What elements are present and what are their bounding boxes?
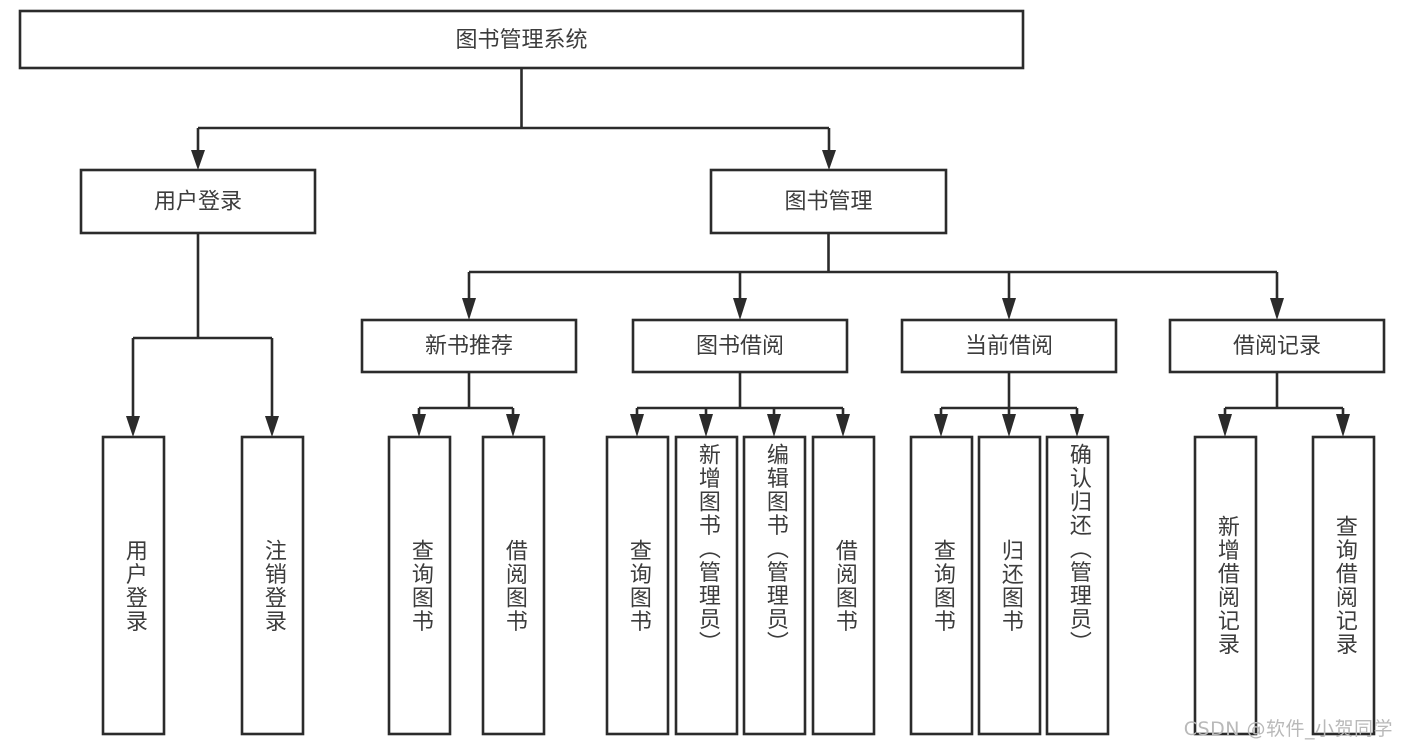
- leaf-box-edit-book[interactable]: [742, 435, 807, 736]
- arrowhead-leaf-query-book-2: [630, 414, 644, 437]
- node-current-borrow[interactable]: 当前借阅: [900, 318, 1118, 374]
- arrowhead-book-borrow: [733, 298, 747, 320]
- arrowhead-leaf-return-book: [1002, 414, 1016, 437]
- current-borrow-label: 当前借阅: [965, 334, 1053, 359]
- arrowhead-leaf-query-record: [1336, 414, 1350, 437]
- borrow-record-box[interactable]: [1168, 318, 1386, 374]
- leaf-box-query-book-3[interactable]: [909, 435, 974, 736]
- leaf-box-query-book-1[interactable]: [387, 435, 452, 736]
- arrowhead-leaf-add-record: [1218, 414, 1232, 437]
- arrowhead-book-management: [822, 150, 836, 170]
- book-borrow-label: 图书借阅: [696, 334, 784, 359]
- arrowhead-leaf-query-book-3: [934, 414, 948, 437]
- book-management-box[interactable]: [709, 168, 948, 235]
- arrowhead-leaf-user-logout: [265, 416, 279, 437]
- leaf-box-query-record[interactable]: [1311, 435, 1376, 736]
- arrowhead-leaf-add-book: [699, 414, 713, 437]
- leaf-box-add-book[interactable]: [674, 435, 739, 736]
- new-book-recommend-box[interactable]: [360, 318, 578, 374]
- arrowhead-leaf-borrow-book-2: [836, 414, 850, 437]
- book-management-label: 图书管理: [784, 190, 872, 215]
- leaf-box-borrow-book-1[interactable]: [481, 435, 546, 736]
- new-book-recommend-label: 新书推荐: [425, 334, 513, 359]
- root-label: 图书管理系统: [455, 28, 587, 53]
- arrowhead-user-login: [191, 150, 205, 170]
- arrowhead-leaf-confirm-return: [1070, 414, 1084, 437]
- borrow-record-label: 借阅记录: [1233, 334, 1321, 359]
- user-login-label: 用户登录: [154, 190, 242, 215]
- node-user-login[interactable]: 用户登录: [79, 168, 317, 235]
- arrowhead-borrow-record: [1270, 298, 1284, 320]
- leaf-box-query-book-2[interactable]: [605, 435, 670, 736]
- leaf-box-user-login[interactable]: [101, 435, 166, 736]
- node-borrow-record[interactable]: 借阅记录: [1168, 318, 1386, 374]
- node-new-book-recommend[interactable]: 新书推荐: [360, 318, 578, 374]
- arrowhead-leaf-query-book-1: [412, 414, 426, 437]
- leaf-box-add-record[interactable]: [1193, 435, 1258, 736]
- arrowhead-current-borrow: [1002, 298, 1016, 320]
- book-borrow-box[interactable]: [631, 318, 849, 374]
- leaf-box-confirm-return[interactable]: [1045, 435, 1110, 736]
- leaf-box-user-logout[interactable]: [240, 435, 305, 736]
- arrowhead-new-book-recommend: [462, 298, 476, 320]
- root-box[interactable]: [18, 9, 1025, 70]
- current-borrow-box[interactable]: [900, 318, 1118, 374]
- leaf-box-return-book[interactable]: [977, 435, 1042, 736]
- arrowhead-leaf-edit-book: [767, 414, 781, 437]
- node-book-management[interactable]: 图书管理: [709, 168, 948, 235]
- leaf-box-borrow-book-2[interactable]: [811, 435, 876, 736]
- arrowhead-leaf-borrow-book-1: [506, 414, 520, 437]
- node-root[interactable]: 图书管理系统: [18, 9, 1025, 70]
- arrowhead-leaf-user-login: [126, 416, 140, 437]
- node-book-borrow[interactable]: 图书借阅: [631, 318, 849, 374]
